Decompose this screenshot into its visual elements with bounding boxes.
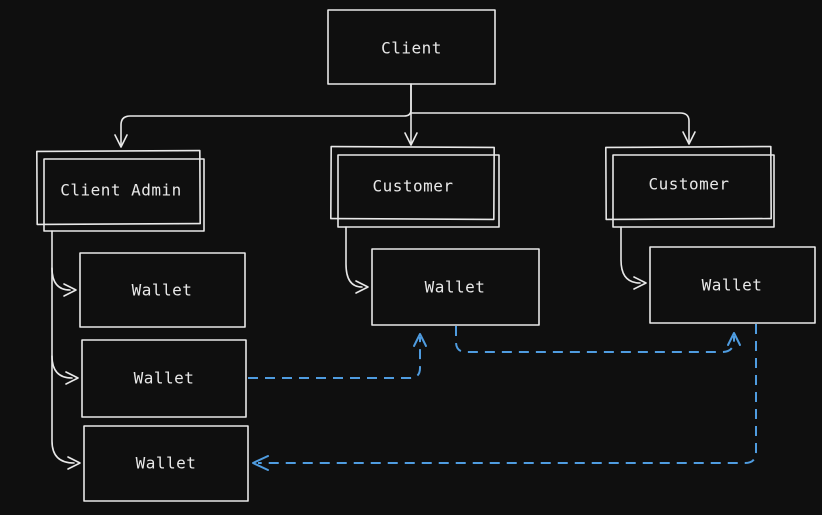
edge-line (51, 267, 73, 379)
arrowhead-left-icon (252, 455, 269, 471)
node-wallet-admin-1[interactable]: Wallet (79, 252, 246, 328)
node-wallet-admin-1-label: Wallet (132, 281, 193, 300)
edge-dashed-line (258, 324, 757, 464)
node-client-admin-label: Client Admin (60, 181, 182, 200)
edge-client-to-client-admin[interactable] (114, 83, 412, 148)
edge-dashed-customer-right-wallet-to-wallet3[interactable] (252, 324, 757, 471)
edge-client-to-customer-mid[interactable] (404, 83, 418, 146)
node-customer-right[interactable]: Customer (605, 145, 775, 228)
edge-dashed-line (248, 337, 421, 379)
arrowhead-up-icon (727, 332, 741, 346)
node-wallet-admin-1-box (79, 252, 246, 328)
node-client-admin-box-outer (36, 149, 201, 226)
edge-line (345, 226, 363, 288)
arrowhead-down-icon (682, 131, 696, 145)
edge-line (410, 112, 690, 143)
node-customer-mid-label: Customer (372, 177, 453, 196)
edge-customer-right-to-wallet[interactable] (620, 226, 647, 290)
node-customer-mid-box-inner (337, 154, 500, 228)
node-wallet-admin-2-label: Wallet (134, 369, 195, 388)
edge-customer-mid-to-wallet[interactable] (345, 226, 369, 294)
node-customer-right-label: Customer (648, 175, 729, 194)
edge-dashed-line (455, 326, 735, 353)
node-wallet-customer-mid-box (371, 248, 540, 326)
edge-dashed-customer-mid-wallet-to-customer-right-wallet[interactable] (455, 326, 741, 353)
node-customer-right-box-inner (612, 154, 775, 228)
edge-client-admin-to-wallet-2[interactable] (51, 267, 79, 385)
arrowhead-down-icon (114, 134, 128, 148)
arrowhead-right-icon (67, 456, 81, 470)
node-wallet-customer-mid[interactable]: Wallet (371, 248, 540, 326)
node-wallet-customer-right-label: Wallet (702, 276, 763, 295)
node-wallet-admin-2[interactable]: Wallet (81, 339, 247, 418)
node-customer-mid-box-outer (330, 145, 495, 221)
node-customer-mid[interactable]: Customer (330, 145, 500, 228)
edge-line (620, 226, 641, 284)
node-customer-right-box-outer (605, 145, 772, 221)
arrowhead-up-icon (413, 333, 427, 347)
edge-line (51, 355, 75, 464)
node-wallet-admin-2-box (81, 339, 247, 418)
node-wallet-customer-right-box (649, 246, 816, 324)
edge-dashed-wallet2-to-customer-mid-wallet[interactable] (248, 333, 427, 379)
node-client-box (327, 9, 496, 85)
node-client-admin-box-inner (43, 158, 205, 232)
node-wallet-admin-3-label: Wallet (136, 454, 197, 473)
edge-client-to-customer-right[interactable] (410, 112, 696, 145)
node-client-admin[interactable]: Client Admin (36, 149, 205, 232)
arrowhead-right-icon (65, 371, 79, 385)
edge-client-admin-to-wallet-3[interactable] (51, 355, 81, 470)
node-wallet-customer-mid-label: Wallet (425, 278, 486, 297)
arrowhead-right-icon (355, 280, 369, 294)
node-wallet-admin-3[interactable]: Wallet (83, 425, 249, 502)
arrowhead-right-icon (63, 283, 77, 297)
edge-line (120, 83, 412, 146)
node-client[interactable]: Client (327, 9, 496, 85)
edge-client-admin-to-wallet-1[interactable] (51, 230, 77, 297)
node-wallet-customer-right[interactable]: Wallet (649, 246, 816, 324)
arrowhead-right-icon (633, 276, 647, 290)
node-wallet-admin-3-box (83, 425, 249, 502)
arrowhead-down-icon (404, 132, 418, 146)
node-client-label: Client (381, 39, 442, 58)
edge-line (51, 230, 71, 291)
